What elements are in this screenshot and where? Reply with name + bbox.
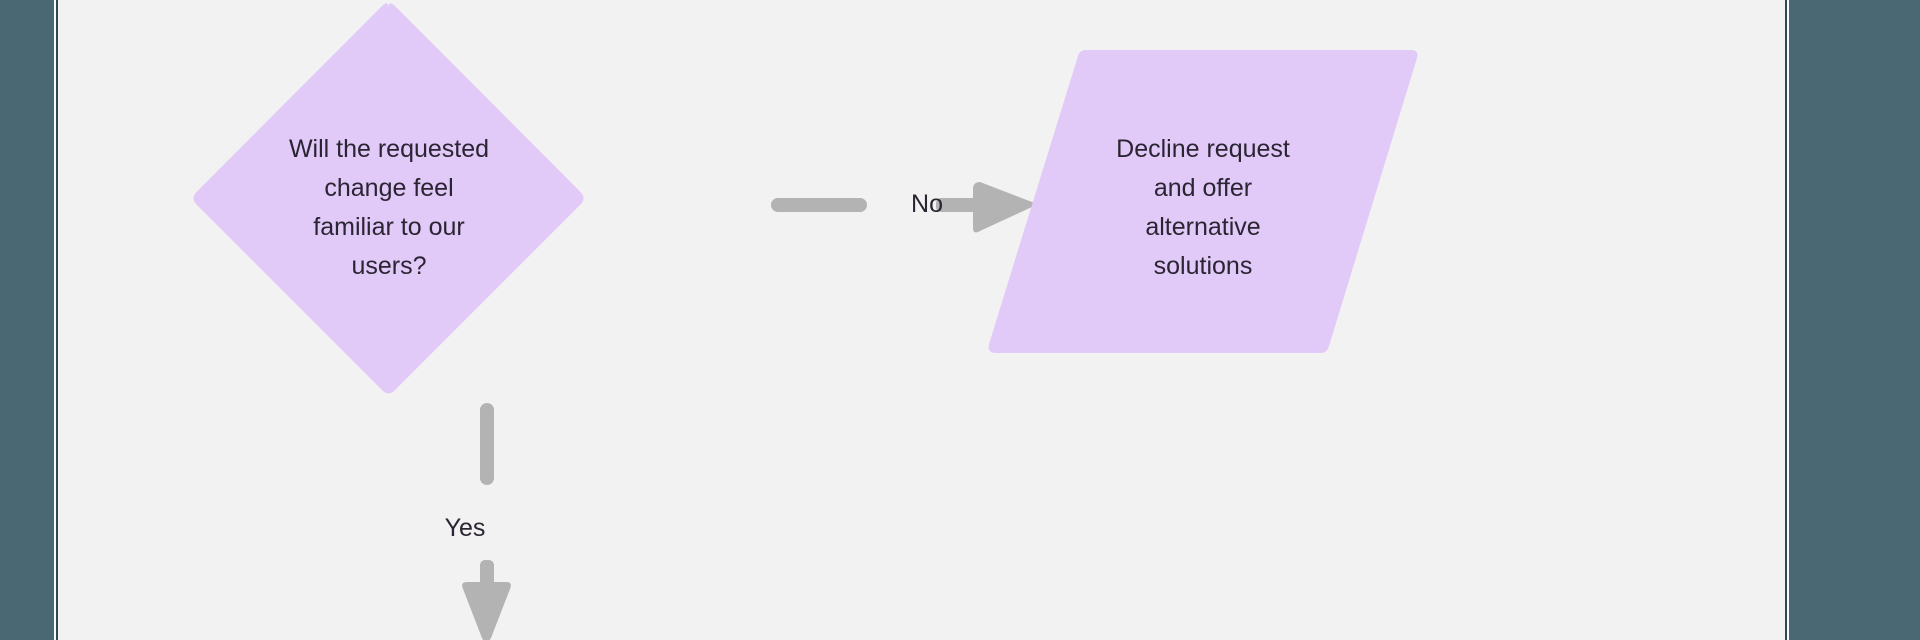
decline-node-shape[interactable] (978, 44, 1428, 374)
left-chrome-band (0, 0, 54, 640)
left-canvas-border (56, 0, 58, 640)
edge-no-label: No (911, 190, 943, 218)
decision-node-shape[interactable] (176, 0, 601, 419)
right-canvas-border (1785, 0, 1787, 640)
edge-yes-label: Yes (444, 514, 486, 542)
right-chrome-band (1789, 0, 1920, 640)
right-chrome-gap (1787, 0, 1789, 640)
edge-yes-connector[interactable] (458, 400, 578, 640)
left-chrome-gap (54, 0, 56, 640)
edge-no-connector[interactable] (768, 182, 1088, 250)
diagram-canvas[interactable]: Will the requested change feel familiar … (58, 0, 1785, 640)
